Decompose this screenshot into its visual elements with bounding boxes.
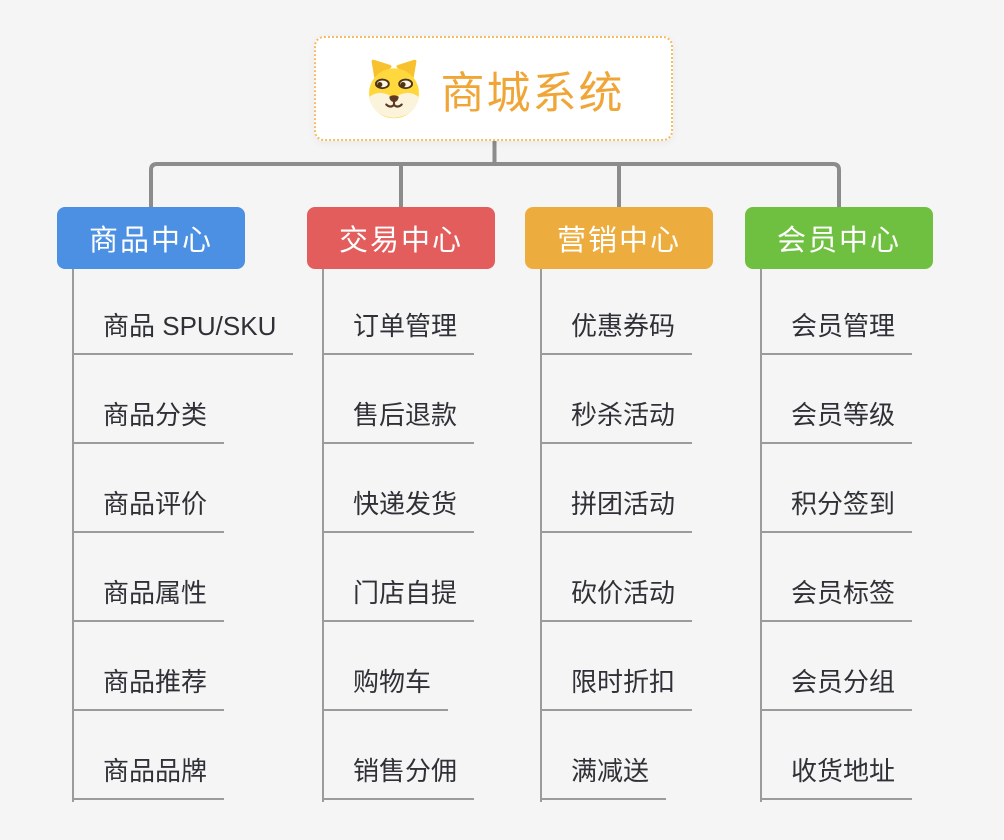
leaf-node[interactable]: 购物车 — [323, 665, 449, 711]
leaf-node[interactable]: 砍价活动 — [541, 576, 693, 622]
leaf-node[interactable]: 积分签到 — [761, 487, 913, 533]
leaf-node[interactable]: 会员等级 — [761, 398, 913, 444]
leaf-node[interactable]: 商品 SPU/SKU — [73, 309, 294, 355]
branch-label: 会员中心 — [776, 225, 901, 257]
branch-node-trade-center[interactable]: 交易中心 — [307, 207, 495, 269]
leaf-node[interactable]: 收货地址 — [761, 754, 913, 800]
branch-label: 交易中心 — [338, 225, 463, 257]
branch-node-member-center[interactable]: 会员中心 — [745, 207, 933, 269]
leaf-node[interactable]: 销售分佣 — [323, 754, 475, 800]
branch-spine — [322, 269, 324, 802]
leaf-node[interactable]: 门店自提 — [323, 576, 475, 622]
leaf-node[interactable]: 快递发货 — [323, 487, 475, 533]
leaf-node[interactable]: 限时折扣 — [541, 665, 693, 711]
branch-spine — [72, 269, 74, 802]
branch-node-product-center[interactable]: 商品中心 — [57, 207, 245, 269]
branch-label: 商品中心 — [88, 225, 213, 257]
leaf-node[interactable]: 秒杀活动 — [541, 398, 693, 444]
dog-face-icon — [363, 58, 425, 120]
branch-node-marketing-center[interactable]: 营销中心 — [525, 207, 713, 269]
branch-spine — [540, 269, 542, 802]
leaf-node[interactable]: 优惠券码 — [541, 309, 693, 355]
leaf-node[interactable]: 商品推荐 — [73, 665, 225, 711]
leaf-node[interactable]: 商品属性 — [73, 576, 225, 622]
branch-label: 营销中心 — [556, 225, 681, 257]
leaf-node[interactable]: 会员管理 — [761, 309, 913, 355]
branch-spine — [760, 269, 762, 802]
leaf-node[interactable]: 售后退款 — [323, 398, 475, 444]
leaf-node[interactable]: 商品评价 — [73, 487, 225, 533]
leaf-node[interactable]: 商品分类 — [73, 398, 225, 444]
leaf-node[interactable]: 会员分组 — [761, 665, 913, 711]
root-title: 商城系统 — [440, 68, 625, 118]
leaf-node[interactable]: 商品品牌 — [73, 754, 225, 800]
leaf-node[interactable]: 满减送 — [541, 754, 667, 800]
leaf-node[interactable]: 会员标签 — [761, 576, 913, 622]
leaf-node[interactable]: 拼团活动 — [541, 487, 693, 533]
root-node[interactable]: 商城系统 — [314, 36, 673, 141]
leaf-node[interactable]: 订单管理 — [323, 309, 475, 355]
branch-bus-line — [149, 162, 841, 208]
